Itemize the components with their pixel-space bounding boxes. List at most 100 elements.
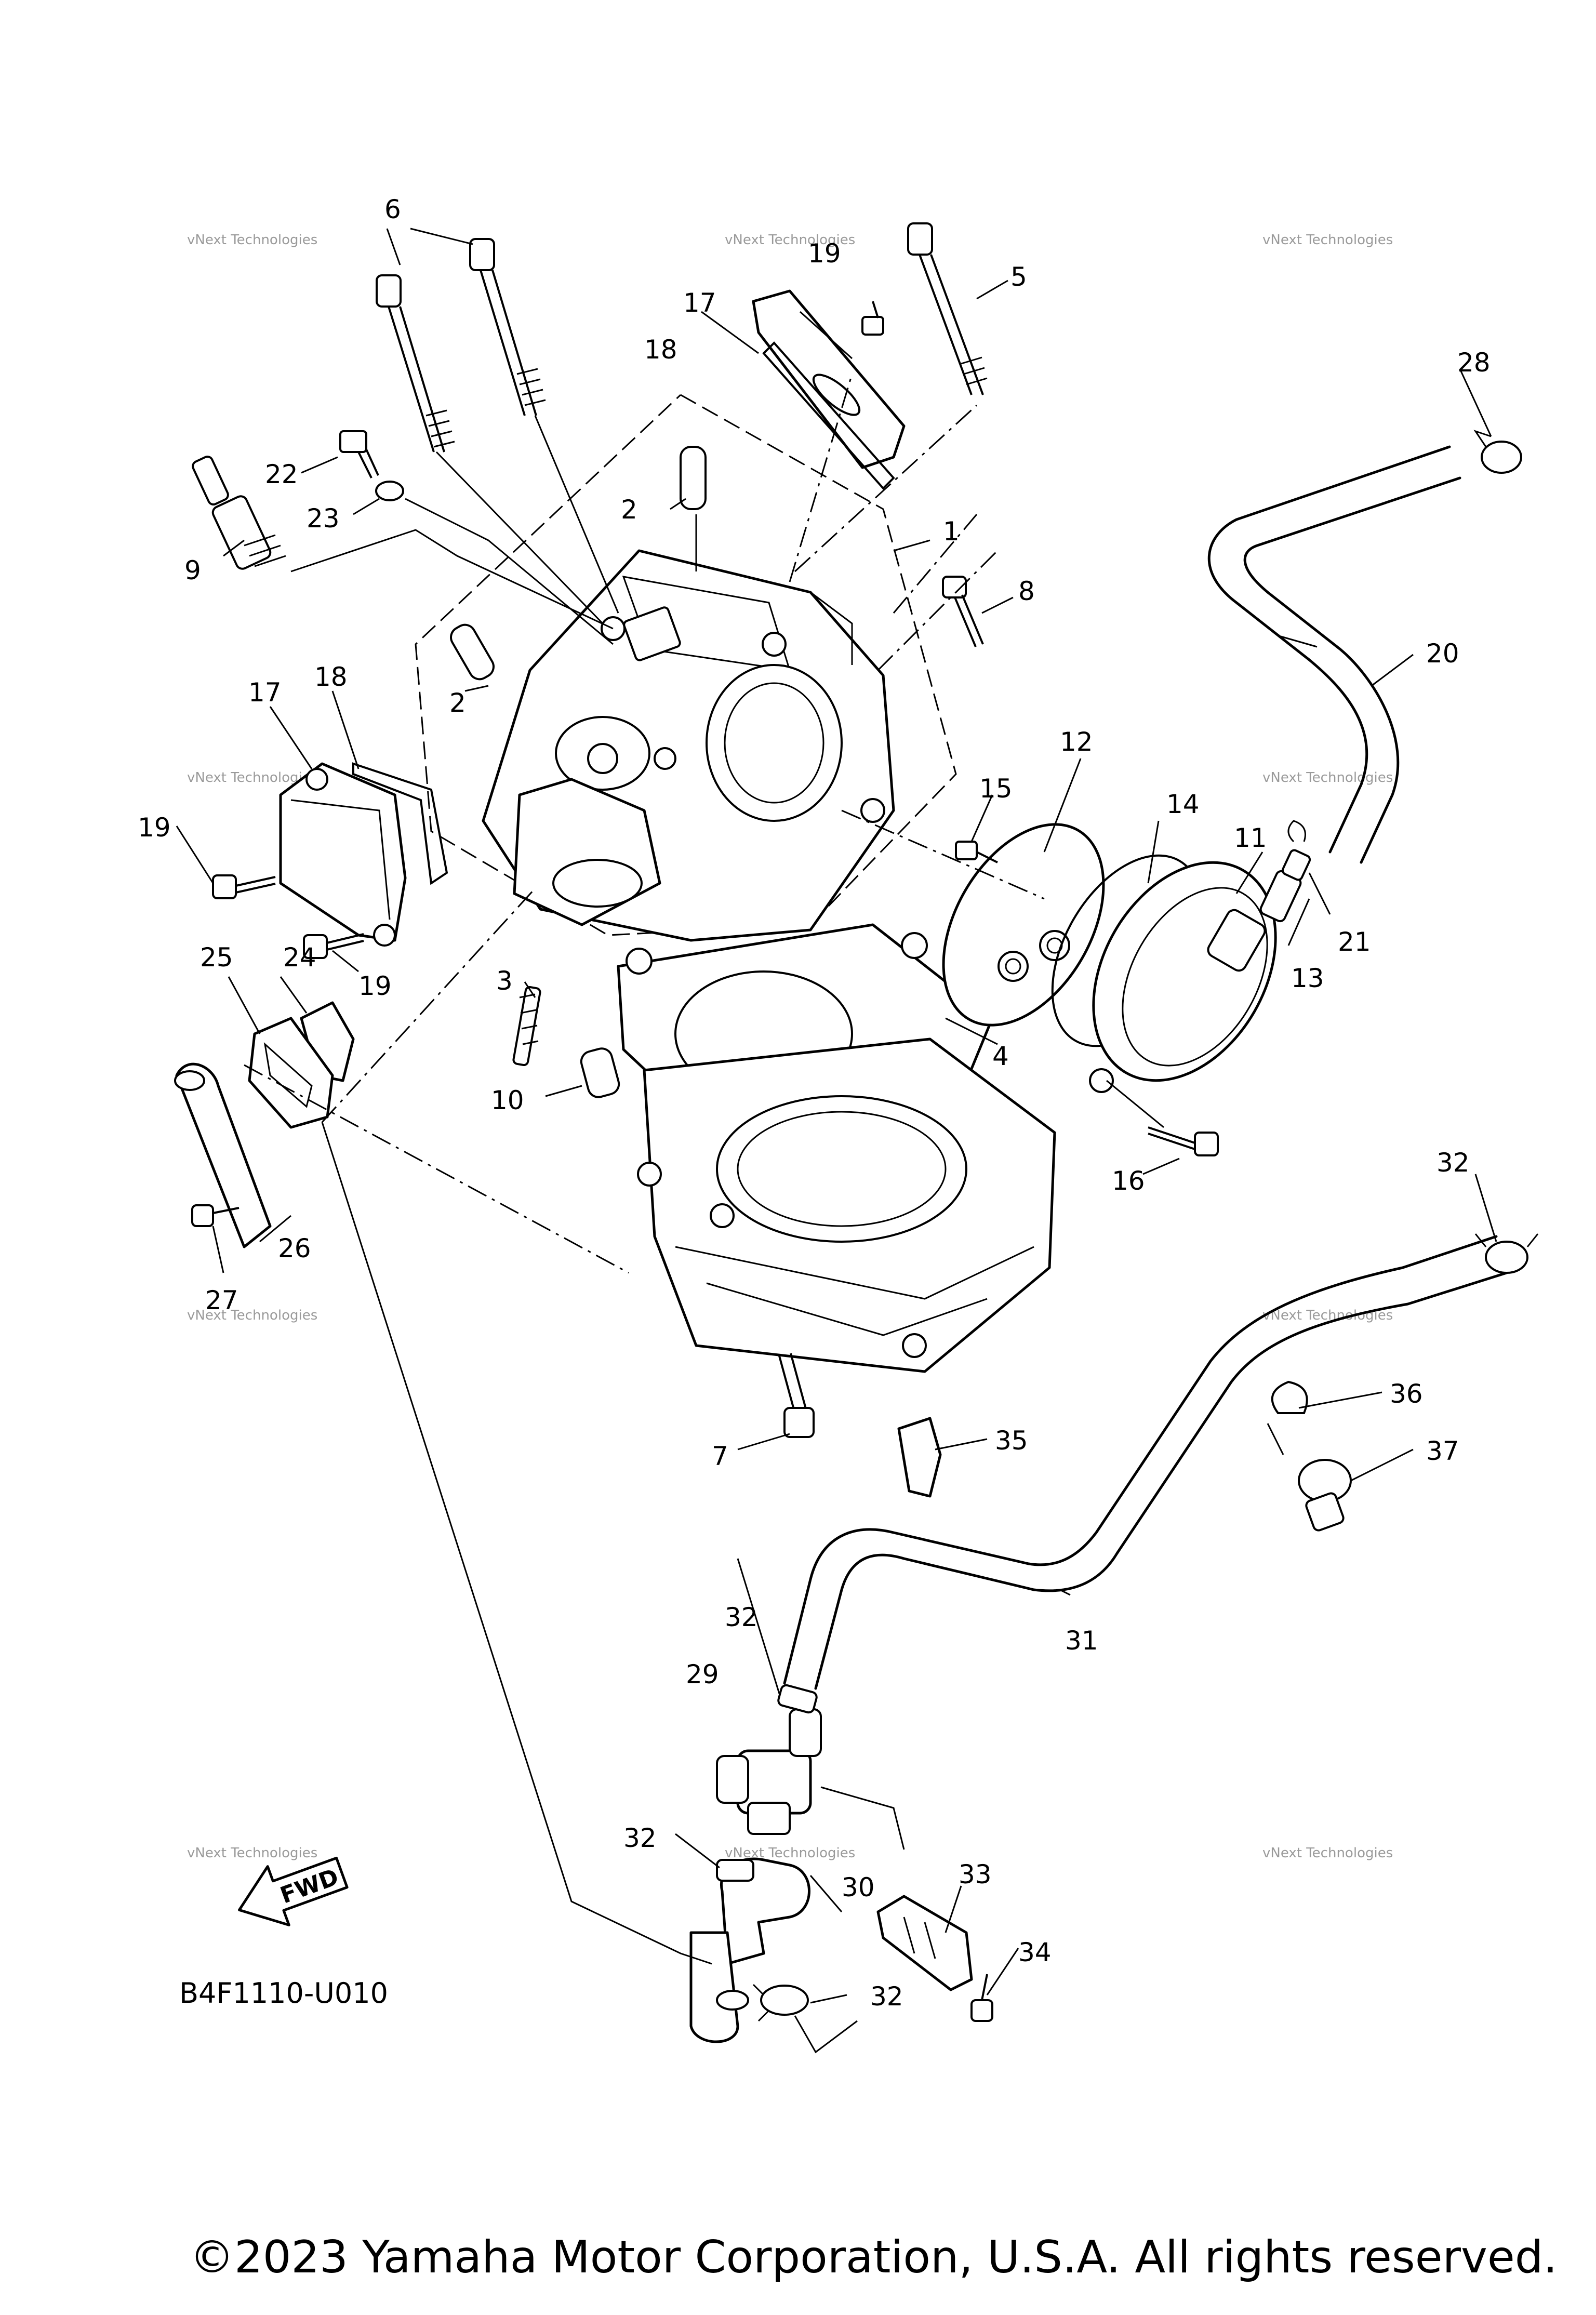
bolt-15 xyxy=(955,841,998,863)
bolt-16 xyxy=(1148,1126,1219,1156)
air-cut-valve-cover xyxy=(1089,861,1277,1093)
stud-3 xyxy=(512,986,541,1067)
leader-6a xyxy=(386,228,401,265)
leader-lines xyxy=(244,374,1284,2054)
clamp-28 xyxy=(1473,430,1522,474)
watermark: vNext Technologies xyxy=(725,232,855,248)
watermark-text: vNext Technologies xyxy=(1262,770,1393,786)
callout-4: 4 xyxy=(992,1041,1009,1071)
callout-17b: 17 xyxy=(248,677,282,708)
watermark: vNext Technologies xyxy=(187,1845,317,1861)
callout-2a: 2 xyxy=(621,495,637,525)
air-cut-valve-29 xyxy=(716,1708,822,1835)
callout-37: 37 xyxy=(1426,1436,1459,1466)
bolt-8 xyxy=(942,576,984,647)
callout-19c: 19 xyxy=(358,971,392,1001)
watermark: vNext Technologies xyxy=(187,232,317,248)
callout-9: 9 xyxy=(184,555,201,586)
bolt-7 xyxy=(778,1353,815,1438)
spark-plug xyxy=(192,456,286,570)
callout-22: 22 xyxy=(265,459,298,489)
nipple-13 xyxy=(1259,849,1311,923)
watermark-text: vNext Technologies xyxy=(1262,232,1393,248)
hose-31 xyxy=(783,1235,1508,1690)
callout-30: 30 xyxy=(842,1872,875,1902)
bolt-5 xyxy=(907,222,988,395)
bolt-6b xyxy=(469,238,546,416)
callout-32b: 32 xyxy=(725,1602,758,1632)
callout-29: 29 xyxy=(686,1659,719,1689)
callout-26: 26 xyxy=(278,1233,311,1263)
diagram-code: B4F1110-U010 xyxy=(179,1977,388,2010)
callout-leaders xyxy=(176,280,1497,2004)
callout-1: 1 xyxy=(943,516,960,547)
hose-30 xyxy=(689,1857,810,2043)
callout-31: 31 xyxy=(1065,1626,1098,1656)
callout-5: 5 xyxy=(1010,262,1027,292)
cylinder-block xyxy=(637,1037,1056,1373)
callout-24: 24 xyxy=(283,942,316,973)
clamp-32-valve xyxy=(777,1684,818,1714)
pipe-26 xyxy=(174,1062,272,1248)
bolt-19-upper xyxy=(861,301,884,336)
dowel-2-left xyxy=(450,623,495,681)
hose-20 xyxy=(1207,445,1461,864)
callout-17a: 17 xyxy=(683,288,716,318)
callout-20: 20 xyxy=(1426,638,1459,669)
watermark: vNext Technologies xyxy=(187,1308,317,1323)
o-ring-left xyxy=(352,762,448,885)
callout-34: 34 xyxy=(1018,1937,1052,1967)
dowel-2-upper xyxy=(680,446,707,510)
bolt-6a xyxy=(376,274,455,453)
clamp-37 xyxy=(1298,1459,1352,1532)
callout-10: 10 xyxy=(491,1085,524,1115)
callout-19b: 19 xyxy=(138,813,171,843)
bracket-35 xyxy=(897,1417,942,1498)
clamp-36 xyxy=(1271,1380,1308,1414)
watermark-text: vNext Technologies xyxy=(725,232,855,248)
watermark-text: vNext Technologies xyxy=(1262,1845,1393,1861)
bolt-19-lower xyxy=(303,933,364,959)
callout-33: 33 xyxy=(959,1859,992,1890)
callout-23: 23 xyxy=(307,503,340,534)
bracket-33 xyxy=(876,1895,973,1991)
washer-23 xyxy=(375,481,404,501)
callout-35: 35 xyxy=(995,1426,1028,1456)
watermark: vNext Technologies xyxy=(1262,770,1393,786)
copyright-notice: ©2023 Yamaha Motor Corporation, U.S.A. A… xyxy=(190,2231,1558,2283)
callout-13: 13 xyxy=(1291,963,1324,993)
callout-32d: 32 xyxy=(870,1981,903,2012)
reed-plate xyxy=(942,823,1105,1027)
clip-21 xyxy=(1287,820,1306,843)
watermark-text: vNext Technologies xyxy=(187,232,317,248)
clamp-32-upper-right xyxy=(1474,1233,1539,1274)
callout-6: 6 xyxy=(384,194,401,224)
tappet-cover-upper xyxy=(752,289,906,469)
bolt-27 xyxy=(191,1204,240,1227)
callout-3: 3 xyxy=(496,966,513,996)
callout-18a: 18 xyxy=(644,335,677,365)
callout-19a: 19 xyxy=(808,238,841,269)
callouts: 1 2 2 3 4 5 6 7 8 9 10 11 12 13 14 15 16… xyxy=(138,194,1491,2012)
watermark: vNext Technologies xyxy=(1262,1845,1393,1861)
clamp-32-lower-b xyxy=(752,1984,809,2022)
bolt-34 xyxy=(970,1974,993,2022)
callout-15: 15 xyxy=(979,774,1013,804)
callout-16: 16 xyxy=(1112,1166,1145,1196)
dowel-10 xyxy=(580,1047,620,1098)
callout-32a: 32 xyxy=(1437,1148,1470,1178)
callout-8: 8 xyxy=(1018,576,1035,606)
callout-14: 14 xyxy=(1166,789,1200,819)
leader-6b xyxy=(410,228,473,245)
bolt-19-left xyxy=(212,874,276,899)
o-ring-upper xyxy=(762,341,895,490)
cylinder-head xyxy=(482,549,895,942)
callout-18b: 18 xyxy=(314,662,348,692)
tappet-cover-left xyxy=(279,762,407,947)
callout-32c: 32 xyxy=(623,1823,657,1853)
callout-2b: 2 xyxy=(449,688,466,718)
callout-7: 7 xyxy=(712,1441,728,1471)
bolt-22 xyxy=(339,430,379,478)
callout-11: 11 xyxy=(1234,823,1267,853)
